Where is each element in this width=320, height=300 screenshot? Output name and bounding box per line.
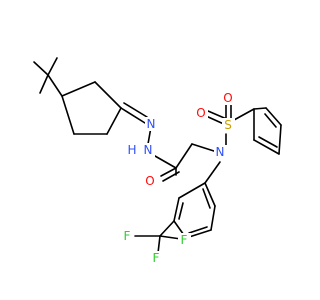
bond bbox=[173, 197, 180, 222]
bond bbox=[188, 226, 208, 234]
bond bbox=[178, 182, 206, 199]
bond bbox=[61, 81, 96, 97]
bond bbox=[123, 102, 148, 118]
tert-butyl-group bbox=[33, 57, 63, 97]
sulfonamide-nitrogen-label: N bbox=[214, 145, 227, 159]
bond bbox=[61, 95, 75, 135]
bond bbox=[175, 143, 193, 169]
bond bbox=[202, 188, 211, 209]
bond bbox=[265, 107, 282, 126]
svg-text:H: H bbox=[127, 143, 136, 157]
svg-text:F: F bbox=[181, 233, 188, 247]
bond bbox=[154, 155, 177, 169]
carbonyl-oxygen-label: O bbox=[144, 174, 157, 188]
bond bbox=[264, 113, 277, 128]
fluorine-label: F bbox=[178, 233, 191, 247]
hydrazide-nitrogen-label: N bbox=[142, 143, 155, 157]
bond bbox=[106, 107, 122, 135]
bond bbox=[210, 205, 216, 231]
svg-text:O: O bbox=[223, 91, 232, 105]
bond bbox=[94, 81, 122, 109]
bond bbox=[157, 235, 161, 254]
hydrazide-hydrogen-label: H bbox=[126, 143, 139, 157]
bond bbox=[253, 107, 267, 110]
bond bbox=[258, 136, 278, 148]
bond bbox=[162, 171, 180, 182]
bond bbox=[278, 124, 282, 155]
acetamide-segment bbox=[160, 143, 218, 182]
imine-nitrogen-label: N bbox=[145, 117, 158, 131]
bond bbox=[120, 107, 146, 124]
bond bbox=[47, 57, 58, 76]
bond bbox=[253, 139, 280, 155]
svg-text:F: F bbox=[124, 229, 131, 243]
sulfur-label: S bbox=[222, 118, 235, 132]
atom-labels: N N H O N S O O bbox=[121, 91, 235, 265]
svg-text:F: F bbox=[153, 251, 160, 265]
trifluoromethylphenyl-ring bbox=[173, 161, 221, 239]
svg-text:O: O bbox=[145, 174, 154, 188]
hydrazone-linker bbox=[120, 102, 177, 169]
svg-text:O: O bbox=[196, 106, 205, 120]
trifluoromethyl-group bbox=[134, 220, 182, 254]
fluorine-label: F bbox=[150, 251, 163, 265]
cyclohexane-ring bbox=[61, 81, 122, 135]
svg-text:N: N bbox=[147, 117, 156, 131]
bond bbox=[159, 235, 182, 240]
svg-text:N: N bbox=[216, 145, 225, 159]
phenyl-ring bbox=[253, 107, 282, 155]
bond bbox=[33, 61, 49, 76]
bond bbox=[39, 74, 49, 94]
fluorine-label: F bbox=[121, 229, 134, 243]
molecule-structure: N N H O N S O O bbox=[33, 57, 282, 265]
bond bbox=[159, 220, 175, 237]
bond bbox=[204, 182, 216, 207]
bond bbox=[191, 143, 218, 153]
molecule-canvas: N N H O N S O O bbox=[33, 57, 282, 265]
svg-text:N: N bbox=[144, 143, 153, 157]
bond bbox=[160, 167, 177, 177]
bond bbox=[233, 108, 255, 121]
bond bbox=[178, 202, 184, 220]
svg-text:S: S bbox=[224, 118, 232, 132]
bond bbox=[204, 161, 221, 184]
sulfonyl-oxygen-label: O bbox=[222, 91, 235, 105]
sulfonyl-oxygen-label: O bbox=[195, 106, 208, 120]
bond bbox=[47, 74, 63, 97]
